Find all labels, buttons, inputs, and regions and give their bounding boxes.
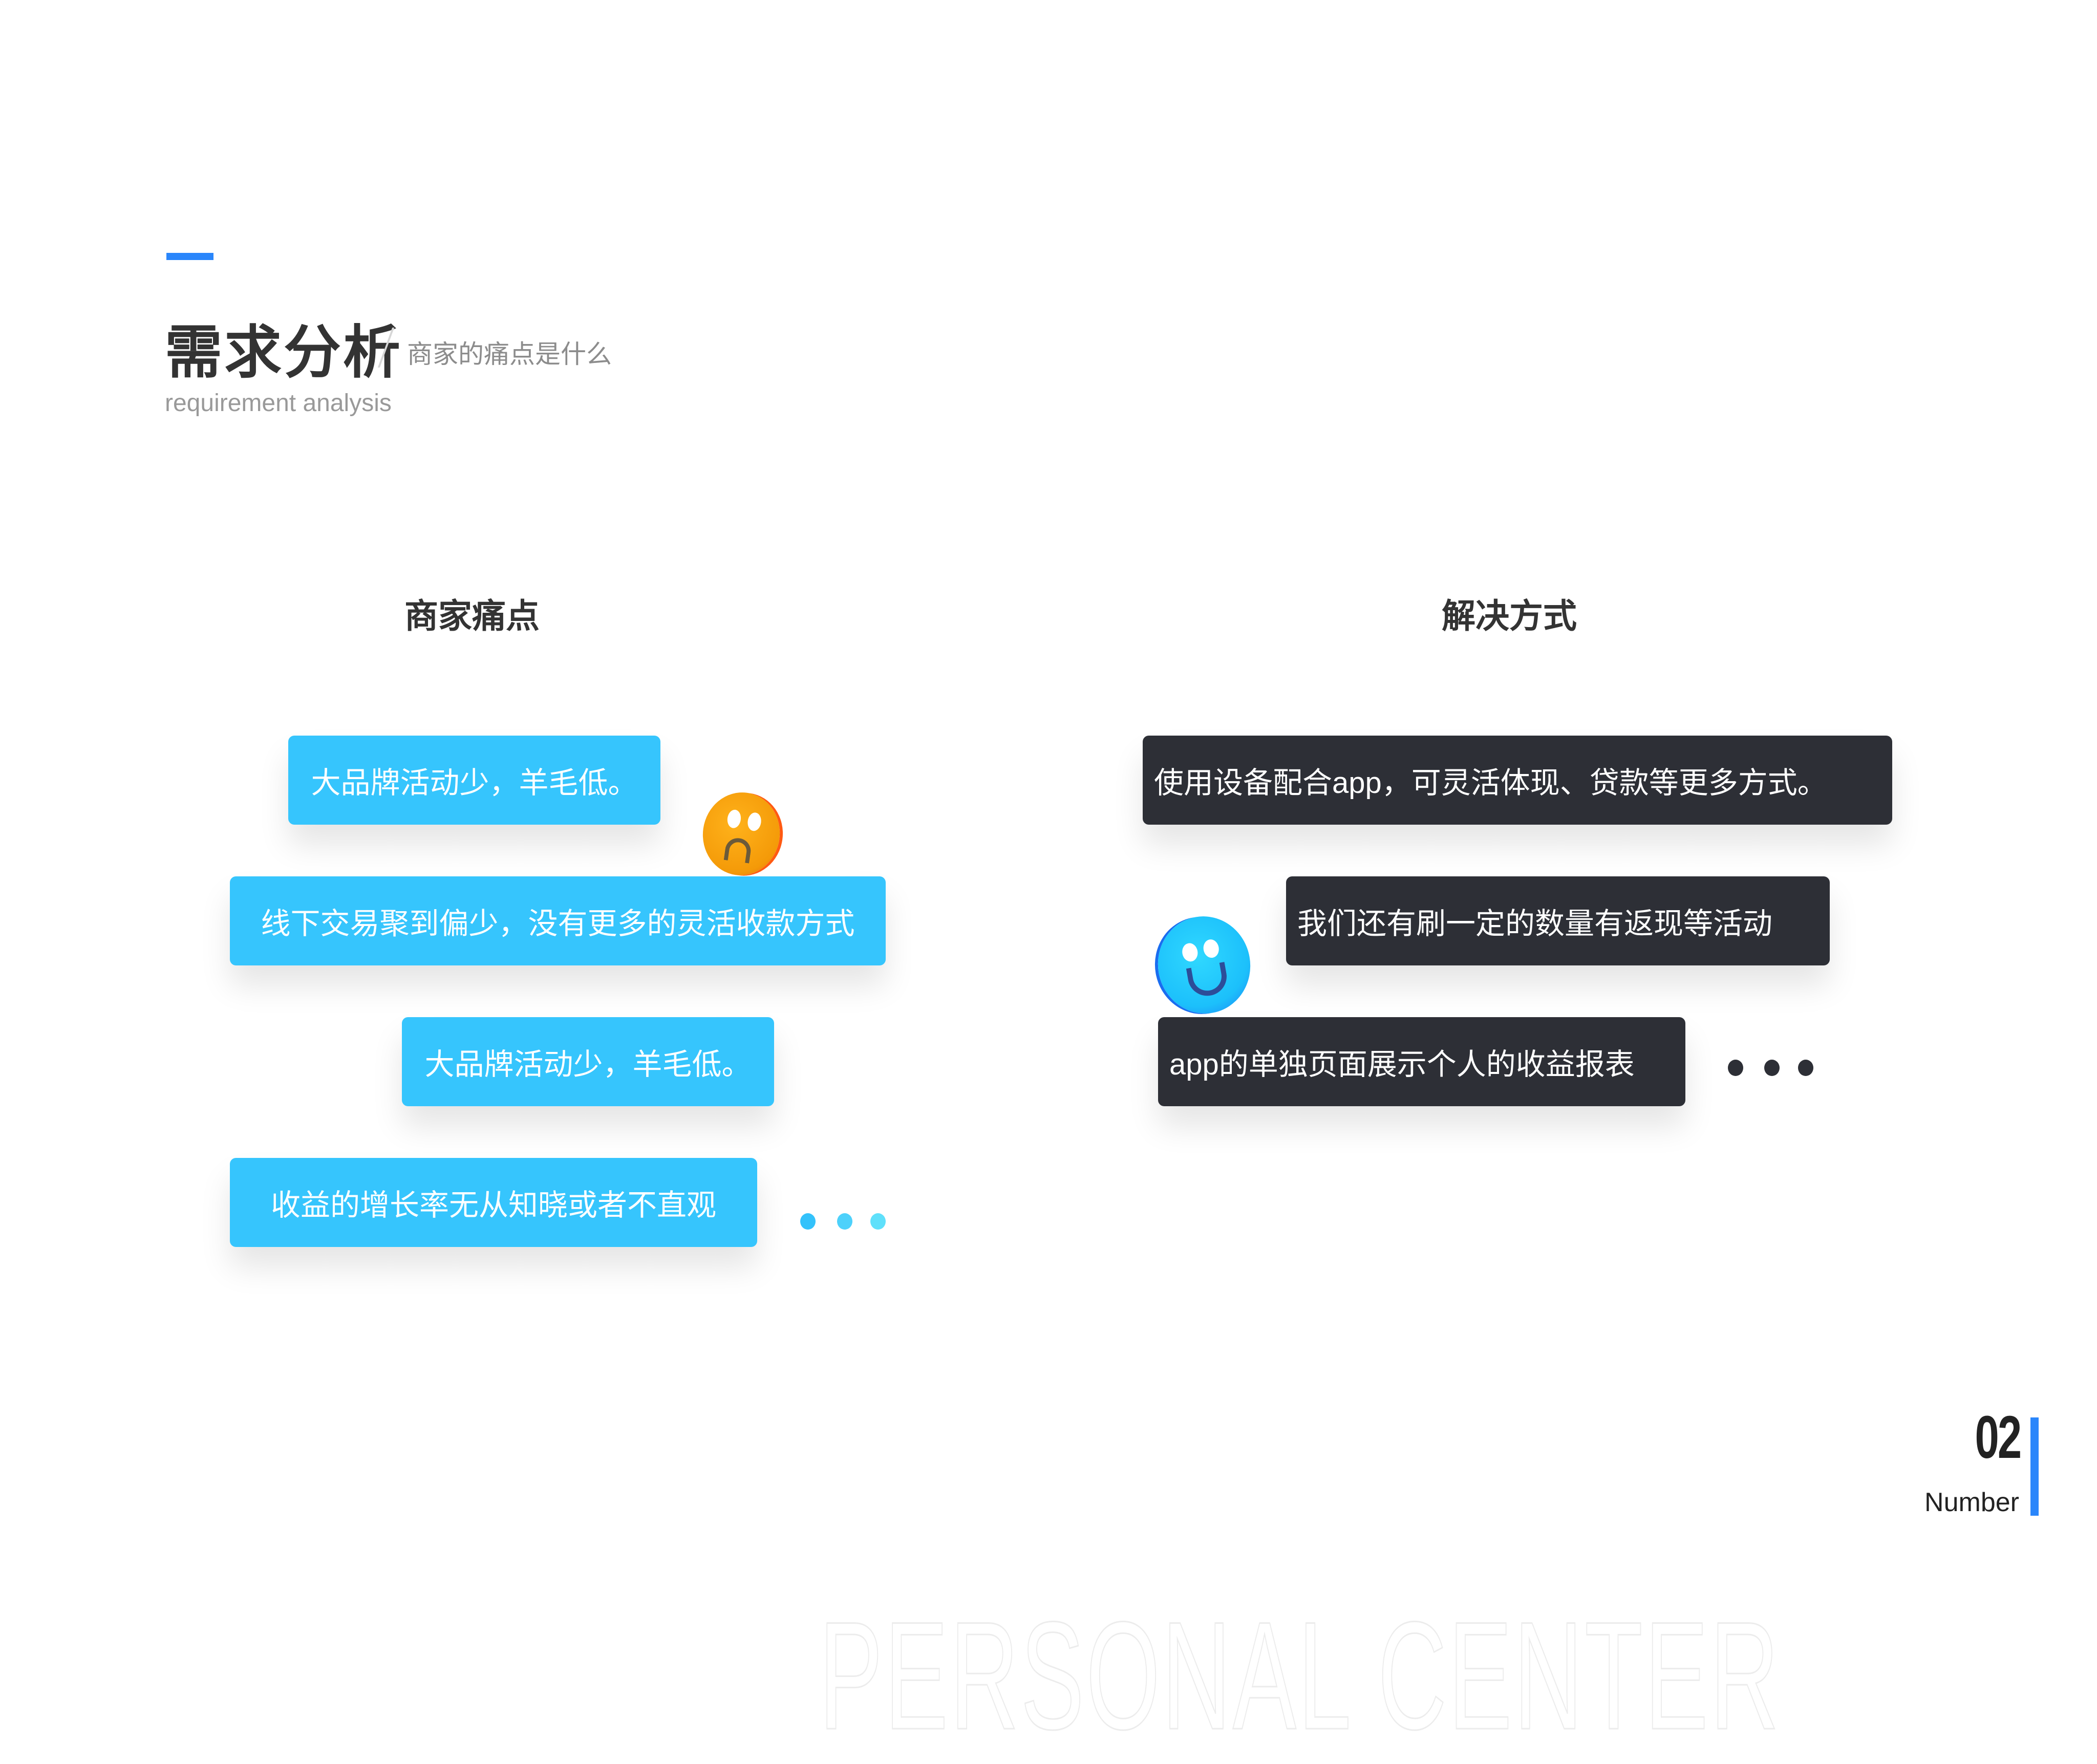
pain-point-text: 收益的增长率无从知晓或者不直观 (270, 1189, 716, 1222)
ellipsis-dots-icon (1798, 1060, 1813, 1076)
pain-points-heading: 商家痛点 (404, 597, 540, 635)
page-subtitle: 商家的痛点是什么 (407, 340, 612, 369)
page-number-accent-bar (2030, 1417, 2039, 1516)
pain-point-card: 大品牌活动少，羊毛低。 (288, 736, 660, 825)
ellipsis-dots-icon (1728, 1060, 1743, 1076)
pain-point-text: 大品牌活动少，羊毛低。 (424, 1048, 752, 1081)
pain-point-text: 线下交易聚到偏少，没有更多的灵活收款方式 (261, 907, 855, 940)
ellipsis-dots-icon (800, 1213, 816, 1230)
solution-card: 我们还有刷一定的数量有返现等活动 (1286, 876, 1830, 965)
pain-point-text: 大品牌活动少，羊毛低。 (311, 766, 638, 800)
solution-text: app的单独页面展示个人的收益报表 (1169, 1048, 1635, 1081)
ellipsis-dots-icon (1764, 1060, 1780, 1076)
pain-point-card: 收益的增长率无从知晓或者不直观 (230, 1158, 757, 1247)
background-watermark: PERSONAL CENTER (819, 1589, 1781, 1762)
title-accent-bar (166, 253, 213, 260)
page-title: 需求分析 (165, 320, 402, 384)
pain-point-card: 大品牌活动少，羊毛低。 (402, 1017, 774, 1106)
sad-face-coin-icon (697, 787, 785, 880)
solution-text: 我们还有刷一定的数量有返现等活动 (1297, 907, 1773, 940)
solution-card: app的单独页面展示个人的收益报表 (1158, 1017, 1685, 1106)
pain-point-card: 线下交易聚到偏少，没有更多的灵活收款方式 (230, 876, 886, 965)
ellipsis-dots-icon (870, 1213, 886, 1230)
page-number-label: Number (1924, 1488, 2019, 1517)
solution-text: 使用设备配合app，可灵活体现、贷款等更多方式。 (1154, 766, 1827, 800)
english-title: requirement analysis (165, 390, 392, 417)
solutions-heading: 解决方式 (1442, 597, 1577, 635)
page-number: 02 (1975, 1404, 2022, 1471)
happy-face-coin-icon (1150, 909, 1258, 1021)
solution-card: 使用设备配合app，可灵活体现、贷款等更多方式。 (1143, 736, 1892, 825)
ellipsis-dots-icon (837, 1213, 852, 1230)
